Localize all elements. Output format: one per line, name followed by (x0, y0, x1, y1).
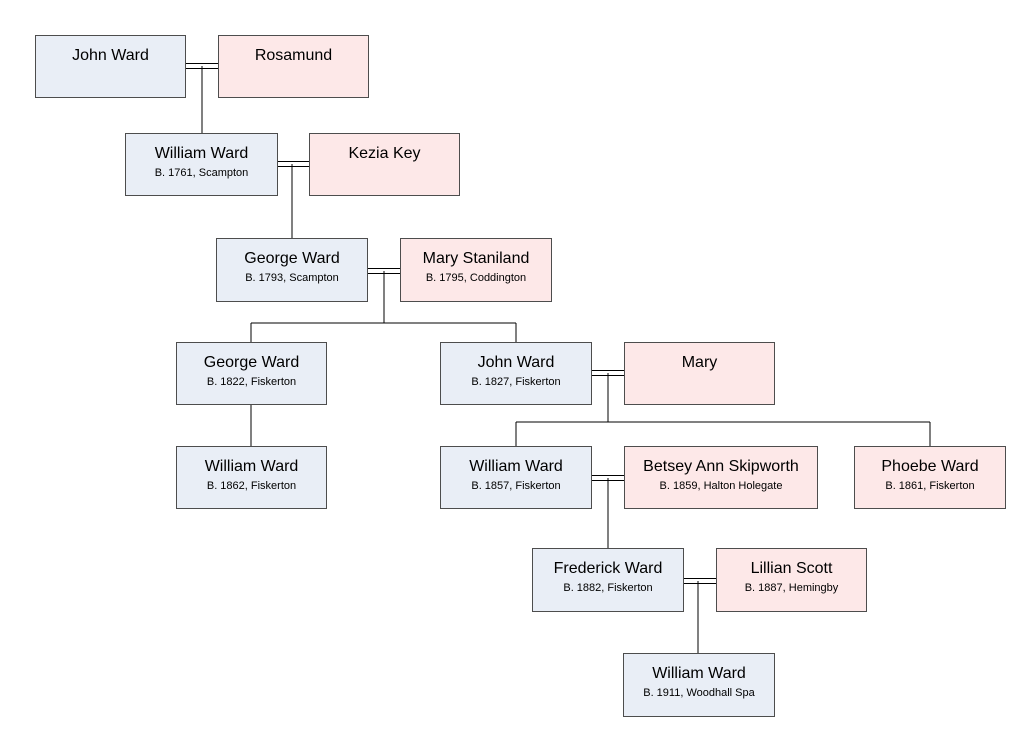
person-detail: B. 1795, Coddington (425, 272, 527, 284)
person-detail: B. 1887, Hemingby (744, 582, 839, 594)
person-detail: B. 1793, Scampton (245, 272, 339, 284)
person-john-ward-1[interactable]: John Ward (35, 35, 186, 98)
person-detail: B. 1827, Fiskerton (471, 376, 561, 388)
person-detail: B. 1822, Fiskerton (206, 376, 297, 388)
person-rosamund[interactable]: Rosamund (218, 35, 369, 98)
person-phoebe-ward[interactable]: Phoebe Ward B. 1861, Fiskerton (854, 446, 1006, 509)
person-name: William Ward (652, 665, 746, 682)
person-name: Lillian Scott (750, 560, 833, 577)
person-name: Kezia Key (348, 145, 421, 162)
person-detail: B. 1861, Fiskerton (885, 480, 975, 492)
person-name: William Ward (469, 458, 563, 475)
person-frederick-ward[interactable]: Frederick Ward B. 1882, Fiskerton (532, 548, 684, 612)
person-william-ward-1911[interactable]: William Ward B. 1911, Woodhall Spa (623, 653, 775, 717)
person-william-ward-1857[interactable]: William Ward B. 1857, Fiskerton (440, 446, 592, 509)
person-george-ward-1793[interactable]: George Ward B. 1793, Scampton (216, 238, 368, 302)
person-detail: B. 1882, Fiskerton (563, 582, 653, 594)
person-name: John Ward (72, 47, 149, 64)
person-william-ward-1862[interactable]: William Ward B. 1862, Fiskerton (176, 446, 327, 509)
person-detail: B. 1859, Halton Holegate (659, 480, 783, 492)
person-name: William Ward (204, 458, 299, 475)
person-betsey-ann-skipworth[interactable]: Betsey Ann Skipworth B. 1859, Halton Hol… (624, 446, 818, 509)
person-detail: B. 1761, Scampton (154, 167, 249, 179)
person-name: George Ward (244, 250, 340, 267)
person-mary-staniland[interactable]: Mary Staniland B. 1795, Coddington (400, 238, 552, 302)
person-name: William Ward (154, 145, 249, 162)
person-name: Mary (681, 354, 718, 371)
person-john-ward-1827[interactable]: John Ward B. 1827, Fiskerton (440, 342, 592, 405)
person-lillian-scott[interactable]: Lillian Scott B. 1887, Hemingby (716, 548, 867, 612)
person-george-ward-1822[interactable]: George Ward B. 1822, Fiskerton (176, 342, 327, 405)
person-name: Mary Staniland (422, 250, 530, 267)
person-name: Rosamund (254, 47, 333, 64)
person-detail: B. 1862, Fiskerton (206, 480, 297, 492)
person-mary[interactable]: Mary (624, 342, 775, 405)
person-kezia-key[interactable]: Kezia Key (309, 133, 460, 196)
person-name: Phoebe Ward (881, 458, 979, 475)
person-william-ward-1761[interactable]: William Ward B. 1761, Scampton (125, 133, 278, 196)
person-name: Frederick Ward (553, 560, 663, 577)
person-name: Betsey Ann Skipworth (643, 458, 799, 475)
person-detail: B. 1857, Fiskerton (471, 480, 561, 492)
person-name: John Ward (477, 354, 555, 371)
person-name: George Ward (203, 354, 300, 371)
person-detail: B. 1911, Woodhall Spa (643, 687, 755, 699)
